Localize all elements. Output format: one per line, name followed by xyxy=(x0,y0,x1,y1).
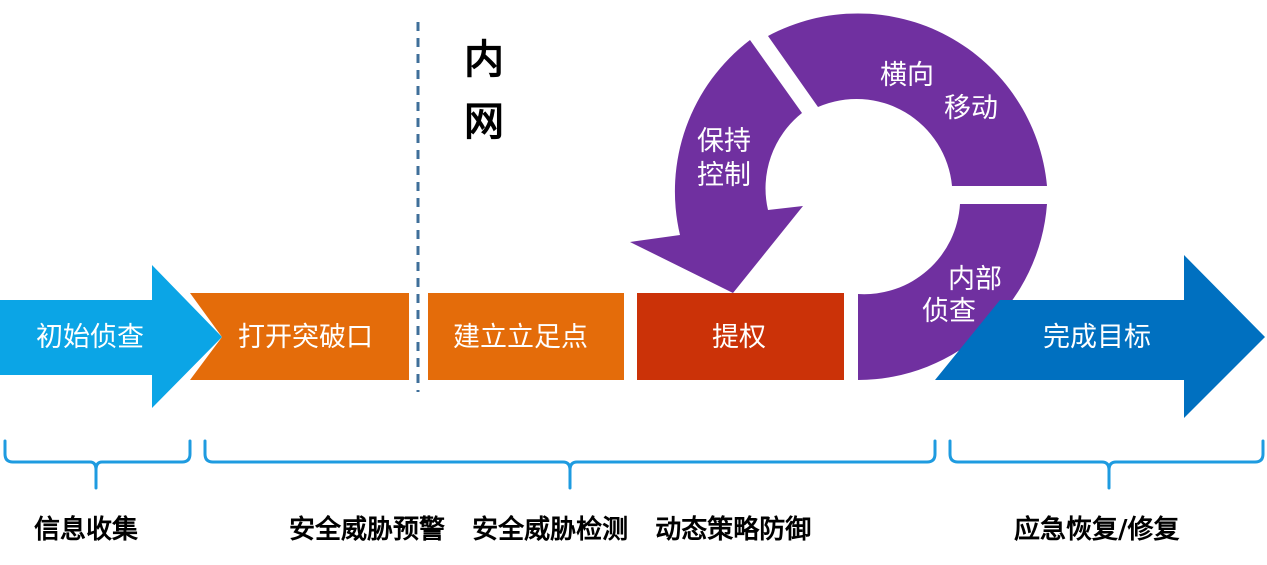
cycle-segment-persistence-arrow xyxy=(630,40,803,293)
bracket-defense xyxy=(203,439,937,490)
cycle-internal-recon-label-2: 侦查 xyxy=(922,296,976,327)
bracket-info-collection xyxy=(3,439,192,490)
step-recon-label: 初始侦查 xyxy=(36,322,144,353)
phase-defense: 安全威胁预警 安全威胁检测 动态策略防御 xyxy=(289,515,812,545)
foothold-box xyxy=(428,293,624,380)
cycle-lateral-label-1: 横向 xyxy=(880,60,934,91)
zone-label-intranet-1: 内 xyxy=(464,37,504,83)
breach-chevron xyxy=(190,293,409,380)
bracket-recovery xyxy=(948,439,1265,490)
cycle-persistence-label-1: 保持 xyxy=(697,126,751,157)
step-goal-label: 完成目标 xyxy=(1043,322,1151,353)
step-breach-label: 打开突破口 xyxy=(238,322,373,353)
privesc-box xyxy=(637,293,844,380)
phase-info-collection: 信息收集 xyxy=(34,515,139,545)
recon-arrow xyxy=(0,265,222,408)
cycle-internal-recon-label-1: 内部 xyxy=(948,264,1002,295)
cycle-lateral-label-2: 移动 xyxy=(944,93,998,124)
step-foothold-label: 建立立足点 xyxy=(453,322,588,353)
cycle-segment-internal-recon xyxy=(858,204,1047,380)
cycle-segment-lateral-movement xyxy=(768,13,1047,187)
zone-label-intranet-2: 网 xyxy=(464,99,504,145)
cycle-persistence-label-2: 控制 xyxy=(697,160,751,191)
step-privesc-label: 提权 xyxy=(712,322,766,353)
goal-arrow xyxy=(935,255,1265,418)
phase-recovery: 应急恢复/修复 xyxy=(1014,515,1180,545)
